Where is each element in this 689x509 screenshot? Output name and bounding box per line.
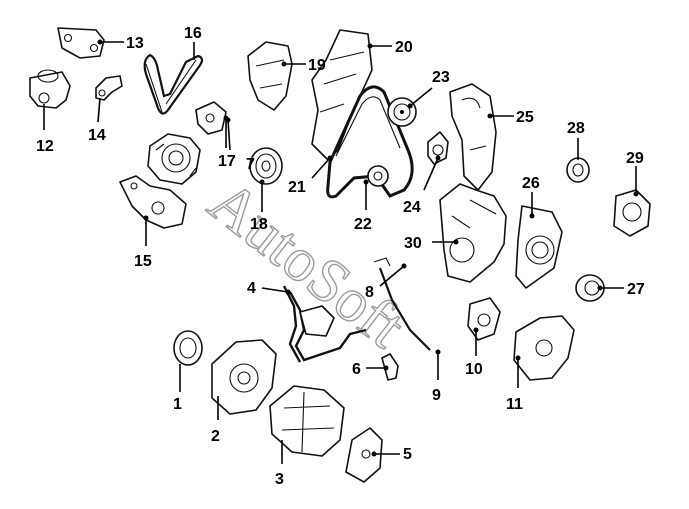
callout-16: 16	[184, 25, 202, 60]
gasket-plate-part	[515, 205, 563, 289]
svg-text:24: 24	[403, 199, 421, 216]
engine-mount-part	[29, 69, 71, 109]
callout-12: 12	[36, 104, 54, 155]
callout-1: 1	[173, 364, 182, 413]
water-pump-part	[147, 133, 201, 185]
upper-cover-part	[247, 41, 293, 111]
svg-text:19: 19	[308, 57, 326, 74]
pulley-part	[249, 147, 283, 185]
timing-cover-part	[311, 29, 373, 161]
svg-text:26: 26	[522, 175, 540, 192]
svg-text:14: 14	[88, 127, 106, 144]
callout-21: 21	[288, 155, 333, 196]
callout-11: 11	[506, 355, 523, 413]
callout-30: 30	[404, 235, 459, 252]
small-bracket-part	[95, 75, 123, 101]
svg-text:9: 9	[432, 387, 441, 404]
cam-sprocket-part	[387, 97, 417, 127]
svg-text:20: 20	[395, 39, 413, 56]
callout-9: 9	[432, 349, 441, 404]
tensioner-roller-part	[367, 165, 389, 187]
rear-cover-part	[449, 83, 497, 191]
callout-2: 2	[211, 396, 220, 445]
tensioner-bracket-part	[195, 101, 227, 135]
svg-text:25: 25	[516, 109, 534, 126]
bracket-plate-part	[57, 27, 105, 59]
callout-5: 5	[371, 446, 412, 463]
mount-bracket-part	[119, 175, 187, 229]
svg-text:13: 13	[126, 35, 144, 52]
oil-pump-housing-part	[211, 339, 277, 415]
callout-6: 6	[352, 361, 389, 378]
svg-text:17: 17	[218, 153, 236, 170]
sensor-part	[381, 353, 399, 381]
svg-text:27: 27	[627, 281, 645, 298]
callout-22: 22	[354, 179, 372, 233]
callout-27: 27	[597, 281, 645, 298]
callout-10: 10	[465, 327, 483, 378]
callout-18: 18	[250, 179, 268, 233]
callout-19: 19	[281, 57, 326, 74]
svg-text:28: 28	[567, 120, 585, 137]
svg-text:22: 22	[354, 216, 372, 233]
seal-part	[566, 157, 590, 183]
svg-text:6: 6	[352, 361, 361, 378]
callout-4: 4	[247, 280, 291, 297]
callout-23: 23	[407, 69, 450, 109]
oil-pump-rotor-part	[613, 189, 651, 237]
callout-29: 29	[626, 150, 644, 197]
guide-part	[467, 297, 501, 341]
svg-text:18: 18	[250, 216, 268, 233]
dipstick-part	[373, 257, 431, 351]
callout-15: 15	[134, 215, 152, 270]
svg-text:5: 5	[403, 446, 412, 463]
svg-text:30: 30	[404, 235, 422, 252]
svg-text:16: 16	[184, 25, 202, 42]
callout-3: 3	[275, 440, 284, 488]
callout-24: 24	[403, 155, 441, 216]
svg-text:15: 15	[134, 253, 152, 270]
callout-26: 26	[522, 175, 540, 219]
callout-17: 17	[218, 115, 236, 170]
oil-pipe-part	[282, 285, 367, 363]
callout-8: 8	[365, 263, 407, 301]
svg-text:11: 11	[506, 396, 523, 413]
svg-text:2: 2	[211, 428, 220, 445]
svg-text:1: 1	[173, 396, 182, 413]
injection-pump-part	[269, 385, 345, 457]
timing-belt-part	[326, 85, 414, 199]
drive-belt-part	[143, 53, 204, 115]
callout-20: 20	[367, 39, 413, 56]
svg-text:4: 4	[247, 280, 256, 297]
svg-text:23: 23	[432, 69, 450, 86]
gear-part	[173, 330, 203, 366]
svg-text:12: 12	[36, 138, 54, 155]
svg-text:21: 21	[288, 179, 306, 196]
callout-28: 28	[567, 120, 585, 160]
callout-13: 13	[97, 35, 144, 52]
front-cover-part	[439, 183, 507, 283]
svg-text:3: 3	[275, 471, 284, 488]
callout-14: 14	[88, 97, 106, 144]
svg-text:7: 7	[246, 156, 255, 173]
svg-text:10: 10	[465, 361, 483, 378]
svg-text:29: 29	[626, 150, 644, 167]
svg-text:8: 8	[365, 284, 374, 301]
plate-part	[345, 427, 383, 483]
callout-25: 25	[487, 109, 534, 126]
idler-part	[427, 131, 449, 165]
rear-bracket-part	[513, 315, 575, 381]
